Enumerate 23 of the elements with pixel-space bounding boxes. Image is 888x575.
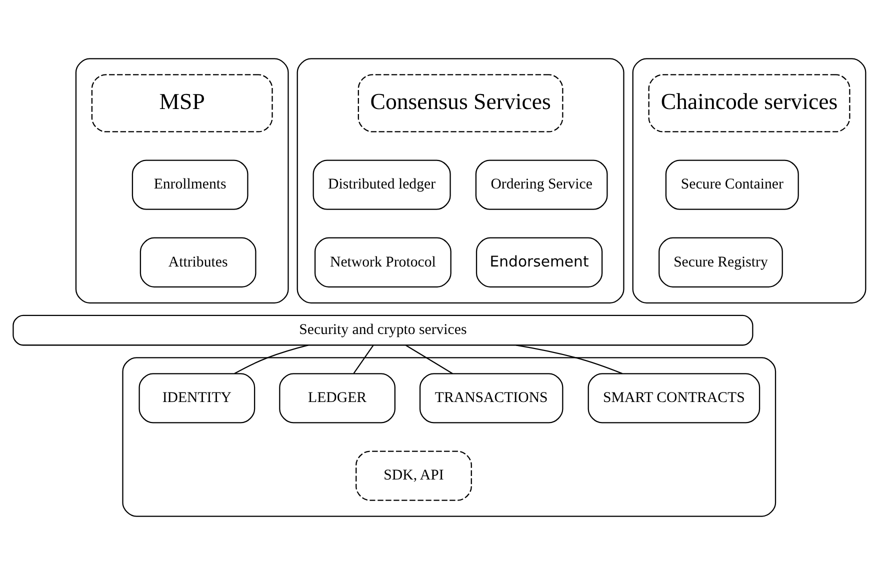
connector: [353, 345, 374, 374]
node-box: LEDGER: [279, 373, 396, 424]
node-box: Enrollments: [132, 160, 248, 210]
node-box: Secure Container: [665, 160, 799, 210]
cluster: [122, 357, 776, 517]
node-box: Endorsement: [476, 237, 603, 288]
node-box: Consensus Services: [358, 74, 564, 132]
node-box: SDK, API: [356, 450, 472, 501]
node-box: Attributes: [140, 237, 256, 288]
node-box: Network Protocol: [314, 237, 452, 288]
node-box: MSP: [91, 74, 273, 132]
cluster: [632, 58, 866, 304]
node-box: SMART CONTRACTS: [588, 373, 760, 424]
node-box: IDENTITY: [138, 373, 256, 424]
node-box: Ordering Service: [475, 160, 608, 210]
node-box: Chaincode services: [648, 74, 850, 132]
cluster: [75, 58, 289, 304]
node-box: TRANSACTIONS: [419, 373, 564, 424]
connector: [406, 344, 453, 374]
node-box: Secure Registry: [658, 237, 783, 288]
node-box: Security and crypto services: [12, 314, 754, 346]
cluster: [296, 58, 624, 304]
node-box: Distributed ledger: [312, 160, 451, 210]
